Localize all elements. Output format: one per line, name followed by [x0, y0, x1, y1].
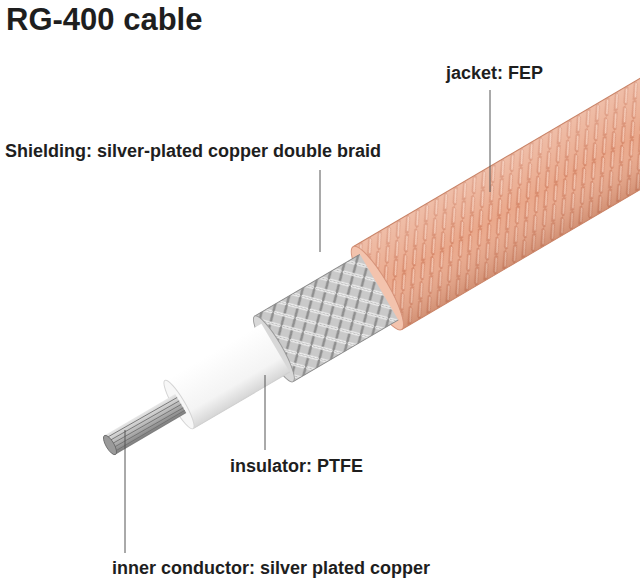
jacket — [353, 34, 640, 329]
part-label: insulator: PTFE — [230, 456, 363, 477]
part-label: Shielding: silver-plated copper double b… — [5, 141, 381, 162]
part-label: jacket: FEP — [446, 63, 543, 84]
part-label: inner conductor: silver plated copper — [112, 558, 430, 579]
inner-conductor — [104, 394, 186, 454]
diagram-title: RG-400 cable — [6, 2, 202, 38]
cable-body — [82, 34, 640, 488]
